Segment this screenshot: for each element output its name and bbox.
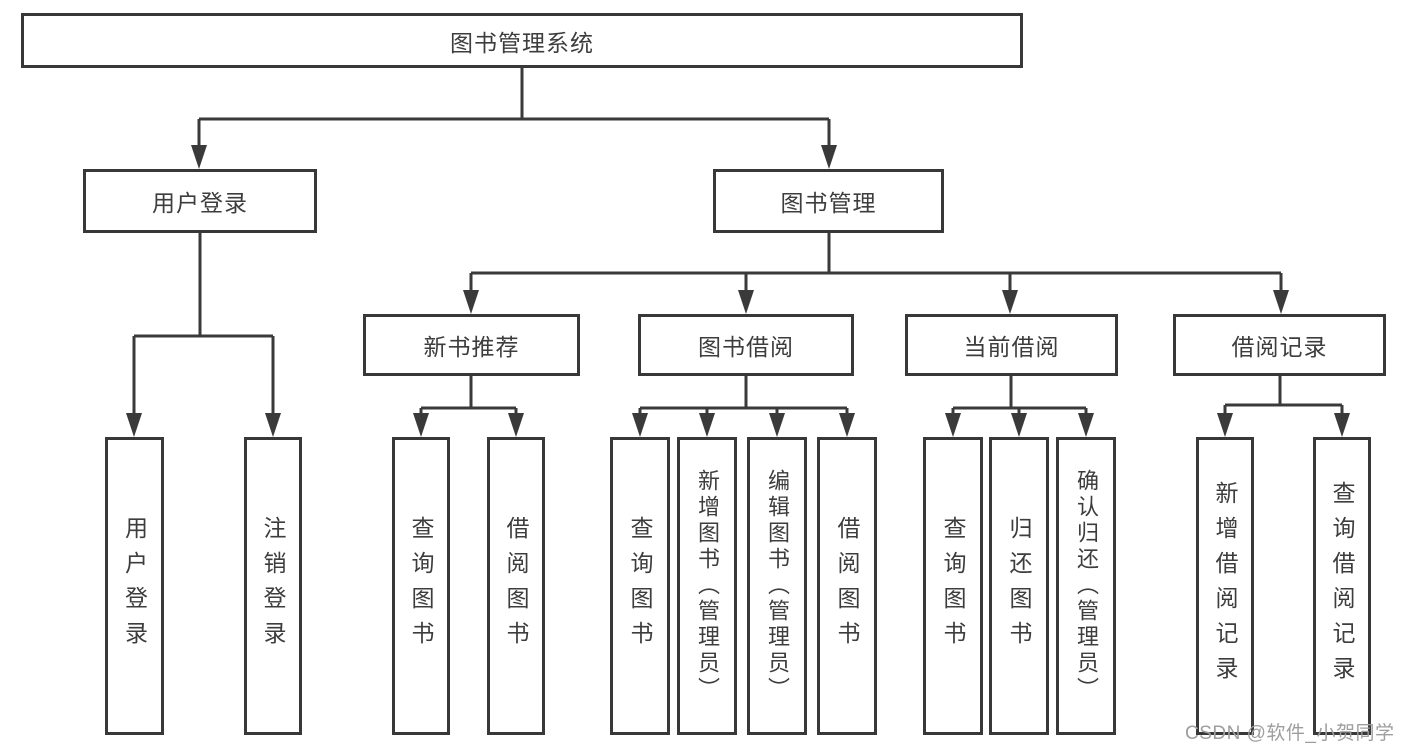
node-leaf-borrow-add-admin: 新增图书（管理员） bbox=[677, 437, 737, 735]
csdn-watermark: CSDN @软件_小贺同学 bbox=[1185, 723, 1395, 744]
node-leaf-logout: 注销登录 bbox=[244, 437, 302, 735]
node-leaf-newbooks-borrow: 借阅图书 bbox=[487, 437, 545, 735]
node-leaf-records-query: 查询借阅记录 bbox=[1313, 437, 1371, 735]
node-leaf-current-confirm-admin: 确认归还（管理员） bbox=[1056, 437, 1116, 735]
node-book-borrowing: 图书借阅 bbox=[638, 314, 854, 376]
node-book-management-branch: 图书管理 bbox=[713, 169, 944, 233]
node-root-system: 图书管理系统 bbox=[21, 13, 1023, 68]
node-leaf-borrow-query: 查询图书 bbox=[610, 437, 670, 735]
node-user-login-branch: 用户登录 bbox=[83, 169, 317, 233]
node-leaf-current-query: 查询图书 bbox=[923, 437, 983, 735]
node-leaf-newbooks-query: 查询图书 bbox=[392, 437, 450, 735]
node-leaf-current-return: 归还图书 bbox=[989, 437, 1049, 735]
node-leaf-user-login: 用户登录 bbox=[105, 437, 164, 735]
node-leaf-records-add: 新增借阅记录 bbox=[1196, 437, 1254, 735]
node-leaf-borrow-borrow: 借阅图书 bbox=[817, 437, 877, 735]
node-new-book-recommend: 新书推荐 bbox=[363, 314, 580, 376]
node-current-borrowing: 当前借阅 bbox=[905, 314, 1118, 376]
node-leaf-borrow-edit-admin: 编辑图书（管理员） bbox=[747, 437, 807, 735]
node-borrowing-records: 借阅记录 bbox=[1173, 314, 1386, 376]
tree-edges bbox=[132, 68, 1344, 415]
